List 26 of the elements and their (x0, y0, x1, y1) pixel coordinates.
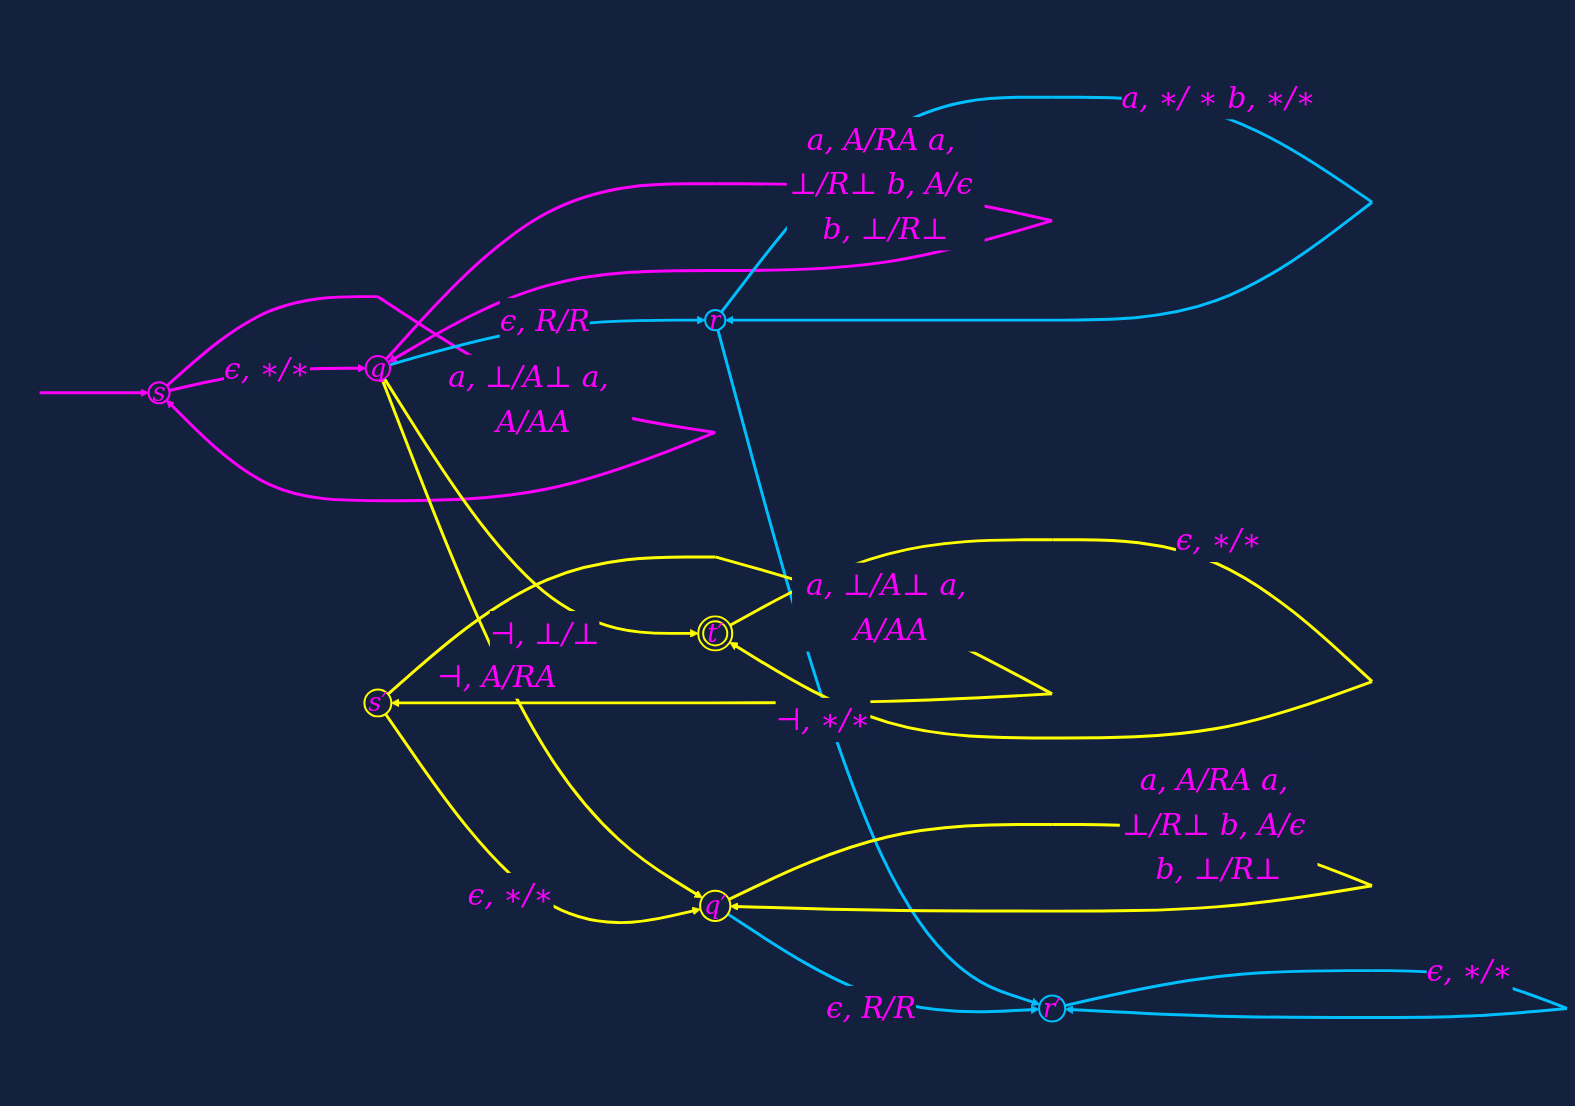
arrow (384, 713, 701, 925)
edge-label: a, ⊥/A⊥ a, A/AA (448, 359, 609, 440)
edge-label: ϵ, R/R (499, 303, 590, 338)
node-circle: s (147, 381, 171, 405)
edge-label: ⊣, ⊥/⊥ (489, 616, 600, 652)
arrow (39, 388, 149, 398)
edge-label: ϵ, ∗/∗ (224, 351, 310, 387)
node-circle: q (364, 355, 392, 382)
node-circle: t′ (697, 615, 734, 652)
edge-label: ϵ, R/R (825, 991, 917, 1026)
edge-label: ϵ, ∗/∗ (467, 878, 554, 913)
arrow (716, 329, 1041, 1007)
arrow (165, 295, 716, 503)
node-circle: r′ (1038, 994, 1067, 1023)
node-circle: s′ (363, 688, 393, 718)
edge-label: a, ∗/ ∗ b, ∗/∗ (1121, 80, 1316, 115)
edge-label: a, A/RA a, ⊥/R⊥ b, A/ϵ b, ⊥/R⊥ (789, 122, 973, 247)
edge-label: a, A/RA a, ⊥/R⊥ b, A/ϵ b, ⊥/R⊥ (1122, 763, 1306, 887)
edge-label: ⊣, A/RA (437, 659, 557, 695)
node-circle: q′ (699, 890, 732, 923)
edge-label: a, ⊥/A⊥ a, A/AA (806, 567, 967, 648)
edge-label: ϵ, ∗/∗ (1426, 953, 1513, 989)
arrow (383, 378, 699, 639)
arrow (380, 379, 703, 899)
edge-label: ⊣, ∗/∗ (775, 703, 871, 738)
edge-label: ϵ, ∗/∗ (1175, 522, 1262, 558)
